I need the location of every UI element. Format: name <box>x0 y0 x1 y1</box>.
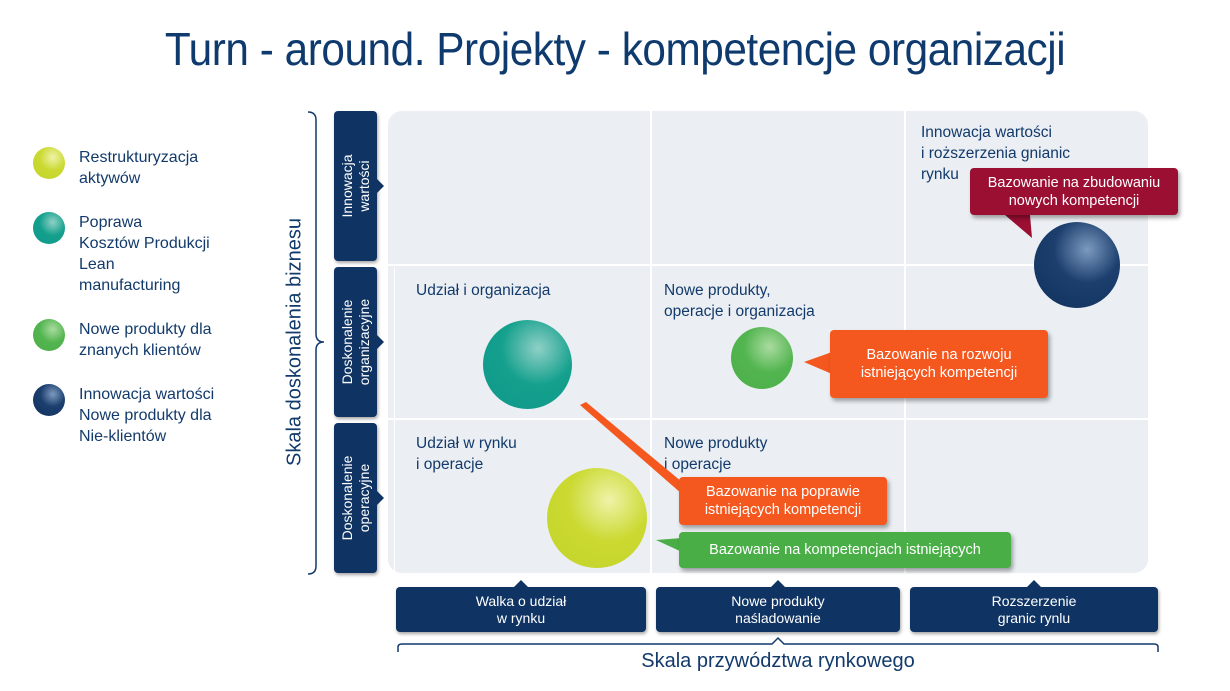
navy-callout: Bazowanie na zbudowaniu nowych kompetenc… <box>970 168 1178 215</box>
green-callout-pointer <box>804 352 832 374</box>
navy-ball-icon <box>33 384 65 416</box>
cell-label-mid-left: Udział i organizacja <box>416 282 551 299</box>
row-tab-operational: Doskonalenie operacyjne <box>334 423 384 573</box>
page-title: Turn - around. Projekty - kompetencje or… <box>164 23 1066 75</box>
grid-divider <box>394 267 395 573</box>
teal-bubble <box>483 320 572 409</box>
legend-label: Restrukturyzacja aktywów <box>79 149 199 187</box>
y-axis-brace <box>307 111 325 575</box>
legend-item-cost-improvement: Poprawa Kosztów Produkcji Lean manufactu… <box>33 212 210 296</box>
cell-label-top-right: Innowacja wartości i roższerzenia gniani… <box>921 124 1071 183</box>
green-bubble <box>731 327 793 389</box>
yellow-ball-icon <box>33 147 65 179</box>
yellow-callout-pointer <box>656 538 682 552</box>
grid-divider <box>388 418 1148 420</box>
teal-callout: Bazowanie na poprawie istniejących kompe… <box>679 477 887 525</box>
legend-item-restructuring: Restrukturyzacja aktywów <box>33 147 198 189</box>
row-tab-organizational: Doskonalenie organizacyjne <box>334 267 384 417</box>
legend-label: Innowacja wartości Nowe produkty dla Nie… <box>79 386 215 445</box>
legend-item-new-products: Nowe produkty dla znanych klientów <box>33 319 212 361</box>
column-tab-market-share: Walka o udział w rynku <box>396 580 646 632</box>
teal-callout-pointer <box>580 402 682 494</box>
column-tab-new-products: Nowe produkty naśladowanie <box>656 580 900 632</box>
yellow-bubble <box>547 468 647 568</box>
cell-label-bottom-center: Nowe produkty i operacje <box>664 435 768 473</box>
grid-divider <box>650 111 652 573</box>
x-axis-brace <box>397 636 1159 652</box>
grid-divider <box>388 264 1148 266</box>
row-tab-value-innovation: Innowacja wartości <box>334 111 384 261</box>
green-callout: Bazowanie na rozwoju istniejących kompet… <box>830 330 1048 398</box>
legend-label: Nowe produkty dla znanych klientów <box>79 321 212 359</box>
column-tab-market-expansion: Rozszerzenie granic rynlu <box>910 580 1158 632</box>
x-axis-title: Skala przywództwa rynkowego <box>641 650 915 672</box>
yellow-callout: Bazowanie na kompetencjach istniejących <box>679 532 1011 568</box>
cell-label-mid-center: Nowe produkty, operacje i organizacja <box>664 282 815 320</box>
navy-bubble <box>1034 222 1120 308</box>
legend-item-value-innovation: Innowacja wartości Nowe produkty dla Nie… <box>33 384 214 447</box>
green-ball-icon <box>33 319 65 351</box>
navy-callout-pointer <box>1005 215 1032 238</box>
teal-ball-icon <box>33 212 65 244</box>
legend-label: Poprawa Kosztów Produkcji Lean manufactu… <box>79 214 210 294</box>
cell-label-bottom-left: Udział w rynku i operacje <box>416 435 517 473</box>
